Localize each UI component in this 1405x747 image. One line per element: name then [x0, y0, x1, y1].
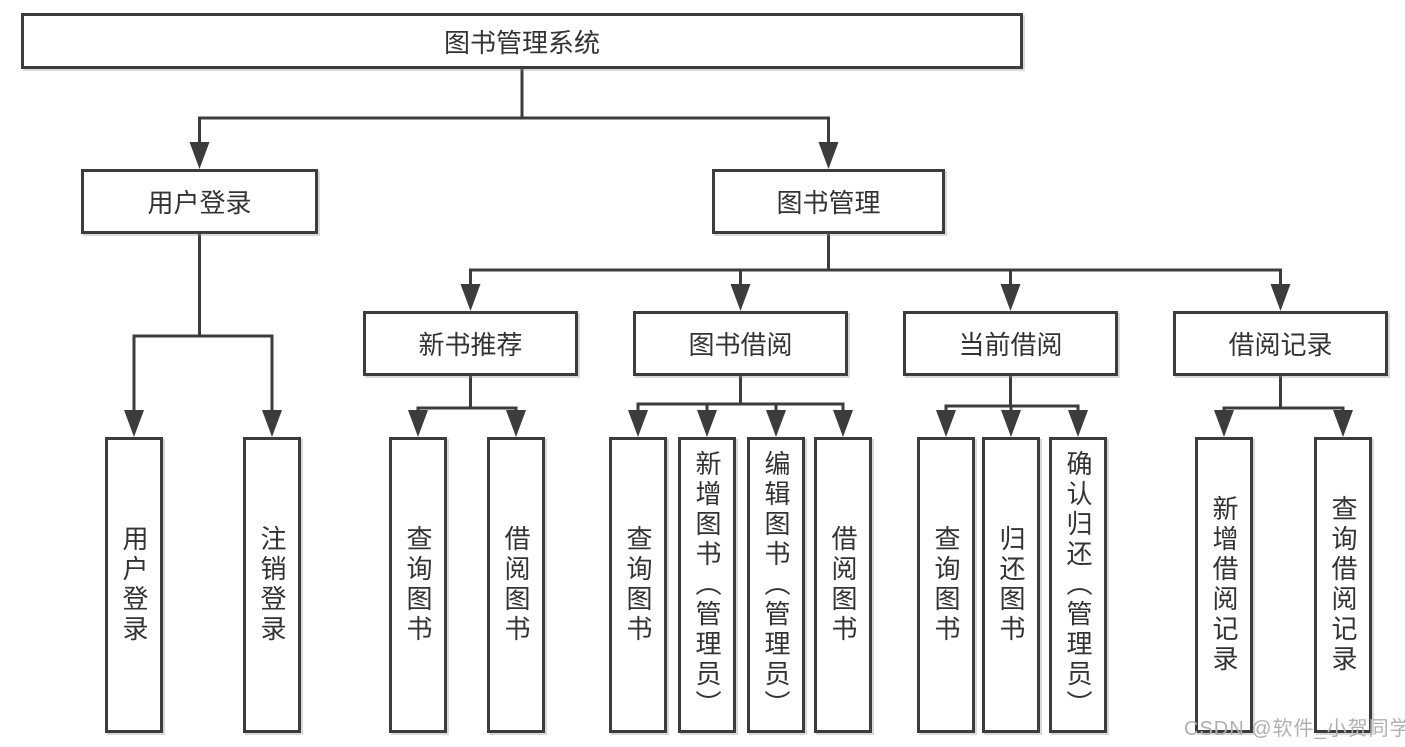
node-query-book-recommend: 查询图书 [389, 437, 447, 733]
node-label: 当前借阅 [958, 330, 1063, 360]
node-label: 确认归还（管理员） [1063, 450, 1093, 720]
node-label: 新书推荐 [418, 330, 523, 360]
node-label: 新增借阅记录 [1209, 495, 1239, 675]
node-book-borrow: 图书借阅 [633, 311, 848, 376]
node-book-management: 图书管理 [712, 169, 945, 234]
node-edit-book-admin: 编辑图书（管理员） [747, 437, 805, 733]
node-label: 用户登录 [147, 188, 252, 218]
node-label: 用户登录 [119, 525, 149, 645]
node-user-login: 用户登录 [81, 169, 318, 234]
arrowhead-icon [818, 142, 839, 169]
node-borrow-book: 借阅图书 [814, 437, 872, 733]
node-label: 借阅图书 [828, 525, 858, 645]
arrowhead-icon [189, 142, 210, 169]
arrowhead-icon [697, 410, 717, 437]
node-label: 借阅图书 [501, 525, 531, 645]
arrowhead-icon [628, 410, 648, 437]
node-return-book: 归还图书 [982, 437, 1040, 733]
node-label: 图书借阅 [688, 330, 793, 360]
watermark: CSDN @软件_小贺同学 [1184, 718, 1405, 740]
arrowhead-icon [833, 410, 853, 437]
node-label: 编辑图书（管理员） [761, 450, 791, 720]
node-current-borrow: 当前借阅 [903, 311, 1118, 376]
node-system: 图书管理系统 [21, 13, 1023, 69]
arrowhead-icon [124, 410, 144, 437]
node-label: 查询图书 [931, 525, 961, 645]
node-label: 图书管理系统 [443, 27, 600, 58]
node-query-borrow-record: 查询借阅记录 [1314, 437, 1372, 733]
arrowhead-icon [262, 410, 282, 437]
node-confirm-return-admin: 确认归还（管理员） [1049, 437, 1107, 733]
arrowhead-icon [1214, 410, 1234, 437]
node-query-book-borrow: 查询图书 [609, 437, 667, 733]
arrowhead-icon [506, 410, 526, 437]
node-label: 查询图书 [403, 525, 433, 645]
node-logout-leaf: 注销登录 [243, 437, 301, 733]
arrowhead-icon [766, 410, 786, 437]
node-borrow-records: 借阅记录 [1173, 311, 1388, 376]
arrowhead-icon [1001, 410, 1021, 437]
node-borrow-book-recommend: 借阅图书 [487, 437, 545, 733]
node-label: 查询图书 [623, 525, 653, 645]
arrowhead-icon [1068, 410, 1088, 437]
node-add-book-admin: 新增图书（管理员） [678, 437, 736, 733]
node-label: 注销登录 [257, 525, 287, 645]
arrowhead-icon [1000, 284, 1021, 311]
arrowhead-icon [408, 410, 428, 437]
node-label: 图书管理 [776, 188, 881, 218]
node-user-login-leaf: 用户登录 [105, 437, 163, 733]
arrowhead-icon [460, 284, 481, 311]
arrowhead-icon [1270, 284, 1291, 311]
arrowhead-icon [936, 410, 956, 437]
node-add-borrow-record: 新增借阅记录 [1195, 437, 1253, 733]
node-query-book-current: 查询图书 [917, 437, 975, 733]
node-label: 查询借阅记录 [1328, 495, 1358, 675]
arrowhead-icon [730, 284, 751, 311]
node-label: 归还图书 [996, 525, 1026, 645]
arrowhead-icon [1333, 410, 1353, 437]
node-label: 新增图书（管理员） [692, 450, 722, 720]
node-new-book-recommend: 新书推荐 [363, 311, 578, 376]
node-label: 借阅记录 [1228, 330, 1333, 360]
